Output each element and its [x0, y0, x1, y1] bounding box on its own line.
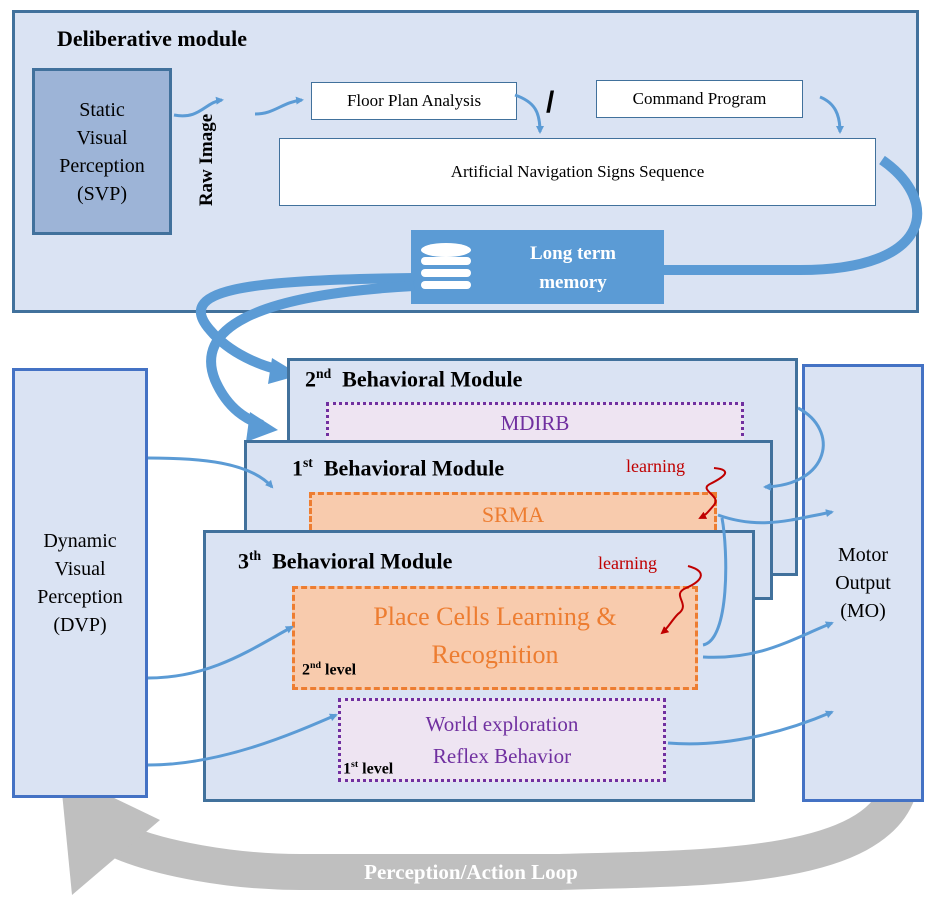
- dvp-line: Perception: [37, 586, 123, 608]
- floor-plan-analysis-box: Floor Plan Analysis: [311, 82, 517, 120]
- place-cells-line: Recognition: [431, 640, 559, 669]
- world-line: World exploration: [425, 712, 579, 736]
- svp-line: Visual: [76, 126, 128, 149]
- world-line: Reflex Behavior: [432, 744, 572, 768]
- learning-label-first: learning: [626, 456, 685, 476]
- place-cells-box: Place Cells Learning & Recognition: [292, 586, 698, 690]
- long-term-memory-block: [411, 230, 664, 304]
- place-cells-line: Place Cells Learning &: [373, 602, 617, 631]
- long-term-memory-label: Long term memory: [500, 237, 646, 299]
- first-behavioral-module-title: 1st Behavioral Module: [292, 455, 505, 481]
- static-visual-perception-box: Static Visual Perception (SVP): [32, 68, 172, 235]
- svp-line: Perception: [59, 154, 145, 177]
- first-level-label: 1st level: [343, 759, 394, 778]
- deliberative-module-title: Deliberative module: [57, 26, 248, 51]
- dvp-line: Dynamic: [43, 530, 117, 552]
- perception-action-loop-label: Perception/Action Loop: [364, 859, 578, 884]
- separator-slash: /: [546, 86, 555, 119]
- third-behavioral-module-title: 3th Behavioral Module: [238, 548, 453, 574]
- world-exploration-box: World exploration Reflex Behavior: [338, 698, 666, 782]
- learning-label-third: learning: [598, 553, 657, 573]
- dvp-line: (DVP): [53, 614, 107, 636]
- mo-line: (MO): [840, 600, 886, 622]
- mo-line: Output: [835, 572, 891, 594]
- ltm-line: Long term: [529, 243, 616, 264]
- dynamic-visual-perception-box: Dynamic Visual Perception (DVP): [12, 368, 148, 798]
- svp-line: (SVP): [76, 182, 127, 205]
- second-level-label: 2nd level: [302, 660, 357, 679]
- dvp-line: Visual: [54, 558, 106, 580]
- ltm-line: memory: [539, 272, 607, 293]
- second-behavioral-module-title: 2nd Behavioral Module: [305, 366, 523, 392]
- svp-line: Static: [79, 98, 125, 121]
- navigation-signs-sequence-box: Artificial Navigation Signs Sequence: [279, 138, 876, 206]
- command-program-box: Command Program: [596, 80, 803, 118]
- mo-line: Motor: [838, 544, 888, 566]
